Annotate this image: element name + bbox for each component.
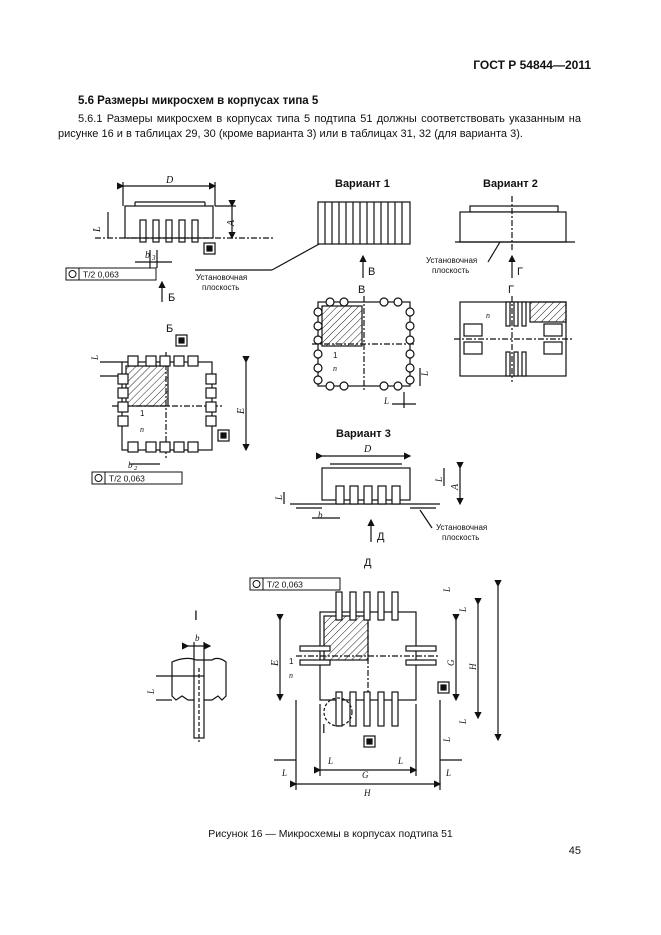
view-B-title: Б <box>166 323 173 335</box>
view-G-title: Г <box>508 284 514 296</box>
mounting-plane-note-2b: плоскость <box>432 266 469 275</box>
view-D-LD-inner-right-label: L <box>397 756 403 766</box>
view-B-L2-label: L <box>90 355 100 361</box>
variant-3-L-label: L <box>274 495 284 501</box>
view-B-pin-1: 1 <box>140 409 145 418</box>
view-D-HE-label: H <box>468 663 478 671</box>
detail-I-drawing <box>156 642 227 742</box>
variant-3-b2-label: b <box>318 510 323 520</box>
view-D-E-label: E <box>270 660 281 667</box>
variant-3-label: Вариант 3 <box>336 428 391 440</box>
view-V-pin-1: 1 <box>333 351 338 360</box>
detail-I-b2-label: b <box>195 633 200 643</box>
side-view-labels: D A L b 3 Б Установочная плоскость <box>92 175 247 304</box>
view-D-GE-label: G <box>446 659 456 666</box>
mounting-plane-note-3a: Установочная <box>436 523 487 532</box>
figure-caption: Рисунок 16 — Микросхемы в корпусах подти… <box>208 828 453 840</box>
view-V-title: В <box>358 284 365 296</box>
dim-A-label: A <box>226 219 237 227</box>
dim-L2-label: L <box>92 226 103 233</box>
view-V-drawing <box>312 296 421 408</box>
view-B-E-label: E <box>236 408 247 415</box>
section-heading: 5.6 Размеры микросхем в корпусах типа 5 <box>78 95 319 107</box>
variant-3-side-drawing <box>283 452 464 542</box>
variant-3-A-label: A <box>450 483 461 491</box>
view-D-HD-label: H <box>363 788 371 798</box>
view-V-pin-n: n <box>333 364 337 373</box>
variant-1-label: Вариант 1 <box>335 178 390 190</box>
view-D-LE-top-label: L <box>458 607 468 613</box>
tolerance-frame-3 <box>249 577 341 591</box>
view-D-LD-left-label: L <box>281 768 287 778</box>
view-D-pin-n: n <box>289 671 293 680</box>
view-arrow-G-label: Г <box>517 266 523 278</box>
view-D-title: Д <box>364 557 372 569</box>
document-id: ГОСТ Р 54844—2011 <box>473 58 591 72</box>
variant-3-L3-label: L <box>434 477 444 483</box>
dim-b3-label: b <box>145 250 150 261</box>
dim-b3-sub: 3 <box>151 254 156 262</box>
view-G-pin-n: n <box>486 311 490 320</box>
view-D-LD-inner-left-label: L <box>327 756 333 766</box>
tolerance-frame-1 <box>65 267 157 281</box>
mounting-plane-note-2a: Установочная <box>426 256 477 265</box>
view-B-pin-n: n <box>140 425 144 434</box>
view-D-GD-label: G <box>362 770 369 780</box>
side-view-top-left <box>95 182 331 302</box>
view-V-L2-label: L <box>383 396 389 406</box>
detail-I-L1-label: L <box>146 689 156 695</box>
view-B-b2-sub: 2 <box>134 465 138 472</box>
tolerance-frame-3-text: T/2 0,063 <box>267 580 303 590</box>
tolerance-frame-1-text: T/2 0,063 <box>83 270 119 280</box>
view-B-drawing <box>100 334 250 465</box>
view-D-drawing <box>274 580 502 790</box>
view-D-L3-top-label: L <box>442 587 452 593</box>
tolerance-frame-2-text: T/2 0,063 <box>109 474 145 484</box>
dim-D-label: D <box>165 175 174 186</box>
view-D-detail-I-marker: I <box>322 721 326 736</box>
page-number: 45 <box>568 845 581 857</box>
view-arrow-V-label: В <box>368 266 375 278</box>
variant-1-drawing <box>317 201 411 278</box>
view-arrow-B-label: Б <box>168 292 175 304</box>
view-D-pin-1: 1 <box>289 657 294 666</box>
view-G-drawing <box>454 296 574 382</box>
view-D-LE-bottom-label: L <box>458 719 468 725</box>
mounting-plane-note-1a: Установочная <box>196 273 247 282</box>
detail-I-title: I <box>194 607 198 623</box>
view-D-L3-bottom-label: L <box>442 737 452 743</box>
view-D-LD-right-label: L <box>445 768 451 778</box>
view-arrow-D-label: Д <box>377 531 385 543</box>
variant-2-label: Вариант 2 <box>483 178 538 190</box>
variant-2-drawing <box>455 196 575 278</box>
variant-3-D-label: D <box>363 444 372 455</box>
tolerance-frame-2 <box>91 471 183 485</box>
view-B-b2-label: b <box>128 460 133 470</box>
body-paragraph: 5.6.1 Размеры микросхем в корпусах типа … <box>58 113 581 140</box>
mounting-plane-note-1b: плоскость <box>202 283 239 292</box>
view-V-L1-label: L <box>420 371 430 377</box>
mounting-plane-note-3b: плоскость <box>442 533 479 542</box>
